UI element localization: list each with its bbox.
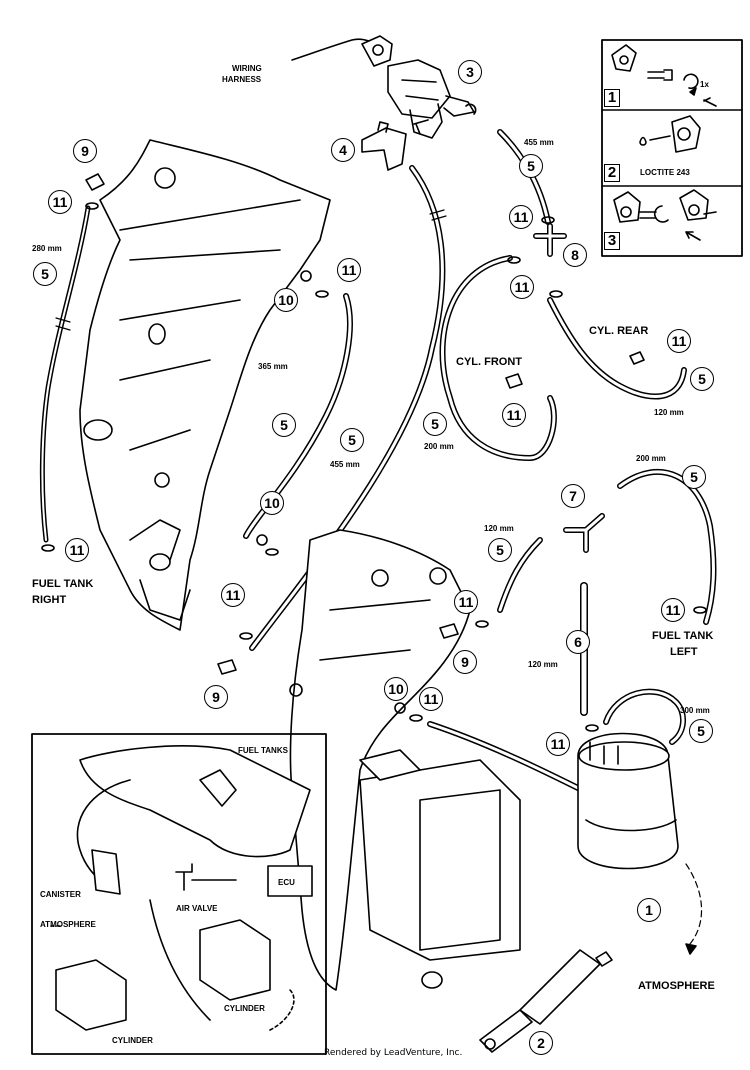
measure-455-top: 455 mm [524, 138, 554, 147]
label-cyl-front: CYL. FRONT [456, 356, 522, 368]
label-cyl-rear: CYL. REAR [589, 325, 649, 337]
callout-3[interactable]: 3 [458, 60, 482, 84]
callout-11-f[interactable]: 11 [502, 403, 526, 427]
inset-art [47, 745, 313, 1031]
callout-6[interactable]: 6 [566, 630, 590, 654]
measure-365: 365 mm [258, 362, 288, 371]
callout-5-f[interactable]: 5 [690, 367, 714, 391]
inset-label-fuel-tanks: FUEL TANKS [238, 746, 288, 755]
callout-5-i[interactable]: 5 [689, 719, 713, 743]
label-loctite: LOCTITE 243 [640, 168, 690, 177]
procedure-box [601, 39, 743, 257]
air-valve-art [291, 35, 477, 139]
canister-art [577, 732, 679, 870]
callout-11-d[interactable]: 11 [510, 275, 534, 299]
procedure-step-2: 2 [604, 164, 620, 182]
callout-1[interactable]: 1 [637, 898, 661, 922]
inset-label-air-valve: AIR VALVE [176, 904, 218, 913]
measure-120-six: 120 mm [528, 660, 558, 669]
inset-label-canister: CANISTER [40, 890, 81, 899]
callout-10-b[interactable]: 10 [260, 491, 284, 515]
right-tank-panel [79, 139, 331, 631]
label-fuel-tank-left-2: LEFT [670, 646, 698, 658]
callout-11-i[interactable]: 11 [454, 590, 478, 614]
label-fuel-tank-right-2: RIGHT [32, 594, 67, 606]
inset-label-cylinder-right: CYLINDER [224, 1004, 265, 1013]
callout-5-b[interactable]: 5 [33, 262, 57, 286]
measure-200-left: 200 mm [636, 454, 666, 463]
callout-5-e[interactable]: 5 [423, 412, 447, 436]
label-1x: 1x [700, 80, 709, 89]
callout-11-j[interactable]: 11 [661, 598, 685, 622]
measure-120-rear: 120 mm [654, 408, 684, 417]
inset-label-ecu: ECU [278, 878, 295, 887]
callout-8[interactable]: 8 [563, 243, 587, 267]
callout-11-c[interactable]: 11 [509, 205, 533, 229]
label-wiring: WIRING [232, 64, 262, 73]
render-credit: Rendered by LeadVenture, Inc. [324, 1048, 463, 1058]
callout-11-a[interactable]: 11 [48, 190, 72, 214]
label-fuel-tank-left-1: FUEL TANK [652, 630, 714, 642]
callout-11-e[interactable]: 11 [667, 329, 691, 353]
callout-11-b[interactable]: 11 [337, 258, 361, 282]
label-fuel-tank-right-1: FUEL TANK [32, 578, 94, 590]
label-harness: HARNESS [222, 75, 262, 84]
label-atmosphere: ATMOSPHERE [638, 980, 715, 992]
callout-11-l[interactable]: 11 [546, 732, 570, 756]
callout-5-g[interactable]: 5 [682, 465, 706, 489]
callout-9-b[interactable]: 9 [453, 650, 477, 674]
measure-300: 300 mm [680, 706, 710, 715]
procedure-step-1: 1 [604, 89, 620, 107]
bracket-2-art [479, 949, 613, 1053]
inset-label-cylinder-left: CYLINDER [112, 1036, 153, 1045]
callout-10-c[interactable]: 10 [384, 677, 408, 701]
callout-7[interactable]: 7 [561, 484, 585, 508]
callout-5-h[interactable]: 5 [488, 538, 512, 562]
measure-280: 280 mm [32, 244, 62, 253]
left-tank-panel [289, 529, 521, 991]
measure-200-front: 200 mm [424, 442, 454, 451]
callout-5-d[interactable]: 5 [340, 428, 364, 452]
callout-9-c[interactable]: 9 [204, 685, 228, 709]
callout-9-a[interactable]: 9 [73, 139, 97, 163]
callout-2[interactable]: 2 [529, 1031, 553, 1055]
callout-11-g[interactable]: 11 [65, 538, 89, 562]
procedure-step-3: 3 [604, 232, 620, 250]
inset-frame [31, 733, 327, 1055]
fittings [41, 173, 707, 732]
inset-label-atmosphere: ATMOSPHERE [40, 920, 96, 929]
callout-5-a[interactable]: 5 [519, 154, 543, 178]
callout-11-h[interactable]: 11 [221, 583, 245, 607]
measure-120-tee: 120 mm [484, 524, 514, 533]
callout-4[interactable]: 4 [331, 138, 355, 162]
callout-5-c[interactable]: 5 [272, 413, 296, 437]
callout-11-k[interactable]: 11 [419, 687, 443, 711]
measure-455-mid: 455 mm [330, 460, 360, 469]
bracket-art [361, 127, 407, 171]
callout-10-a[interactable]: 10 [274, 288, 298, 312]
